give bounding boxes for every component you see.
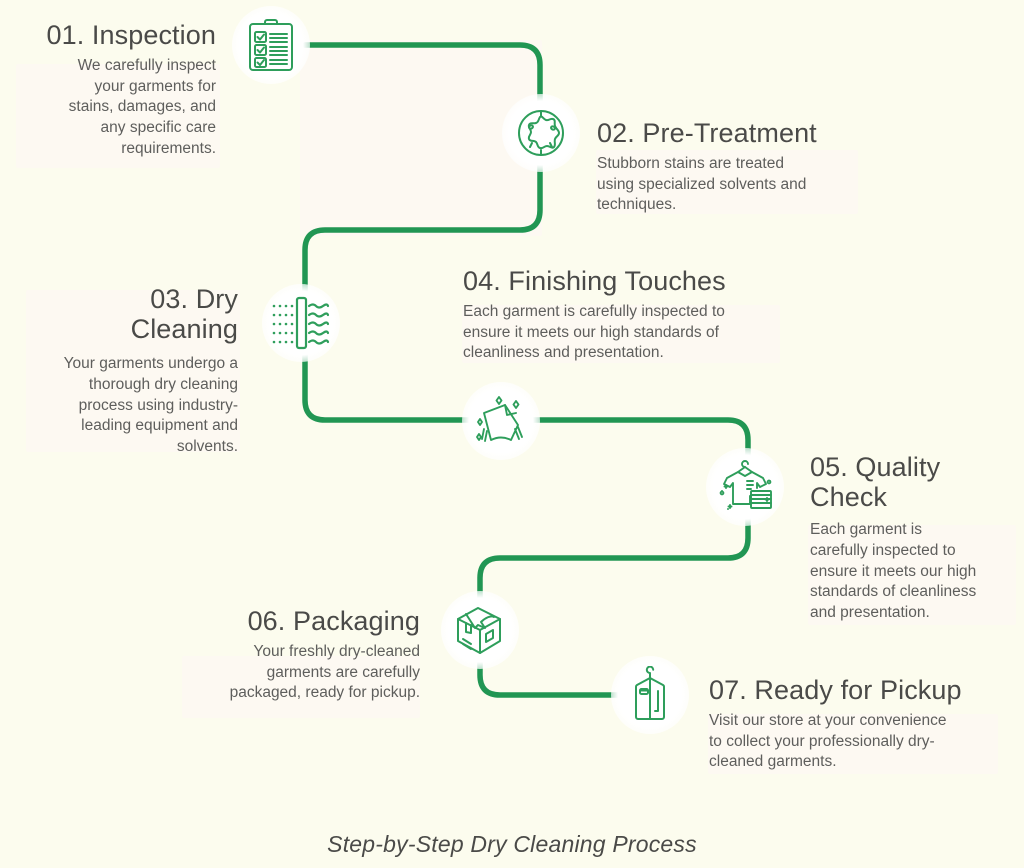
step-title-04: 04. Finishing Touches xyxy=(463,266,726,296)
node-step-01 xyxy=(232,6,310,84)
step-description-06: Your freshly dry-cleaned garments are ca… xyxy=(229,643,420,702)
step-description-04: Each garment is carefully inspected to e… xyxy=(463,303,725,362)
folded-linen-sparkle-icon xyxy=(471,391,531,451)
node-step-07 xyxy=(611,656,689,734)
step-title-01: 01. Inspection xyxy=(46,20,216,50)
step-description-02: Stubborn stains are treated using specia… xyxy=(597,155,807,214)
step-block-01: 01. Inspection We carefully inspect your… xyxy=(0,20,216,159)
step-block-03: 03. Dry Cleaning Your garments undergo a… xyxy=(0,284,238,458)
step-title-02: 02. Pre-Treatment xyxy=(597,118,817,148)
node-step-06 xyxy=(441,591,519,669)
step-description-05: Each garment is carefully inspected to e… xyxy=(810,521,977,621)
stain-spot-icon xyxy=(514,106,568,160)
step-description-01: We carefully inspect your garments for s… xyxy=(68,57,216,157)
step-title-06: 06. Packaging xyxy=(247,606,420,636)
step-block-05: 05. Quality Check Each garment is carefu… xyxy=(810,452,1016,624)
step-title-05: 05. Quality Check xyxy=(810,452,941,513)
node-step-05 xyxy=(706,448,784,526)
garment-bag-hanger-icon xyxy=(625,666,675,724)
shirt-hanger-check-icon xyxy=(714,457,776,517)
clipboard-checklist-icon xyxy=(245,17,297,73)
step-description-07: Visit our store at your convenience to c… xyxy=(709,712,947,771)
panel-backdrop-3 xyxy=(26,290,240,452)
step-block-04: 04. Finishing Touches Each garment is ca… xyxy=(463,266,793,364)
step-block-06: 06. Packaging Your freshly dry-cleaned g… xyxy=(142,606,420,704)
step-title-07: 07. Ready for Pickup xyxy=(709,675,962,705)
node-step-03 xyxy=(262,284,340,362)
filter-membrane-icon xyxy=(270,294,332,352)
panel-backdrop-7 xyxy=(708,714,998,774)
panel-backdrop-5 xyxy=(808,525,1016,625)
step-description-03: Your garments undergo a thorough dry cle… xyxy=(63,355,238,455)
step-title-03: 03. Dry Cleaning xyxy=(130,284,238,345)
package-box-icon xyxy=(450,601,510,659)
panel-backdrop-1 xyxy=(16,64,220,168)
node-step-02 xyxy=(502,94,580,172)
step-block-07: 07. Ready for Pickup Visit our store at … xyxy=(709,675,1019,773)
page-caption: Step-by-Step Dry Cleaning Process xyxy=(327,831,697,857)
node-step-04 xyxy=(462,382,540,460)
step-block-02: 02. Pre-Treatment Stubborn stains are tr… xyxy=(597,118,897,216)
